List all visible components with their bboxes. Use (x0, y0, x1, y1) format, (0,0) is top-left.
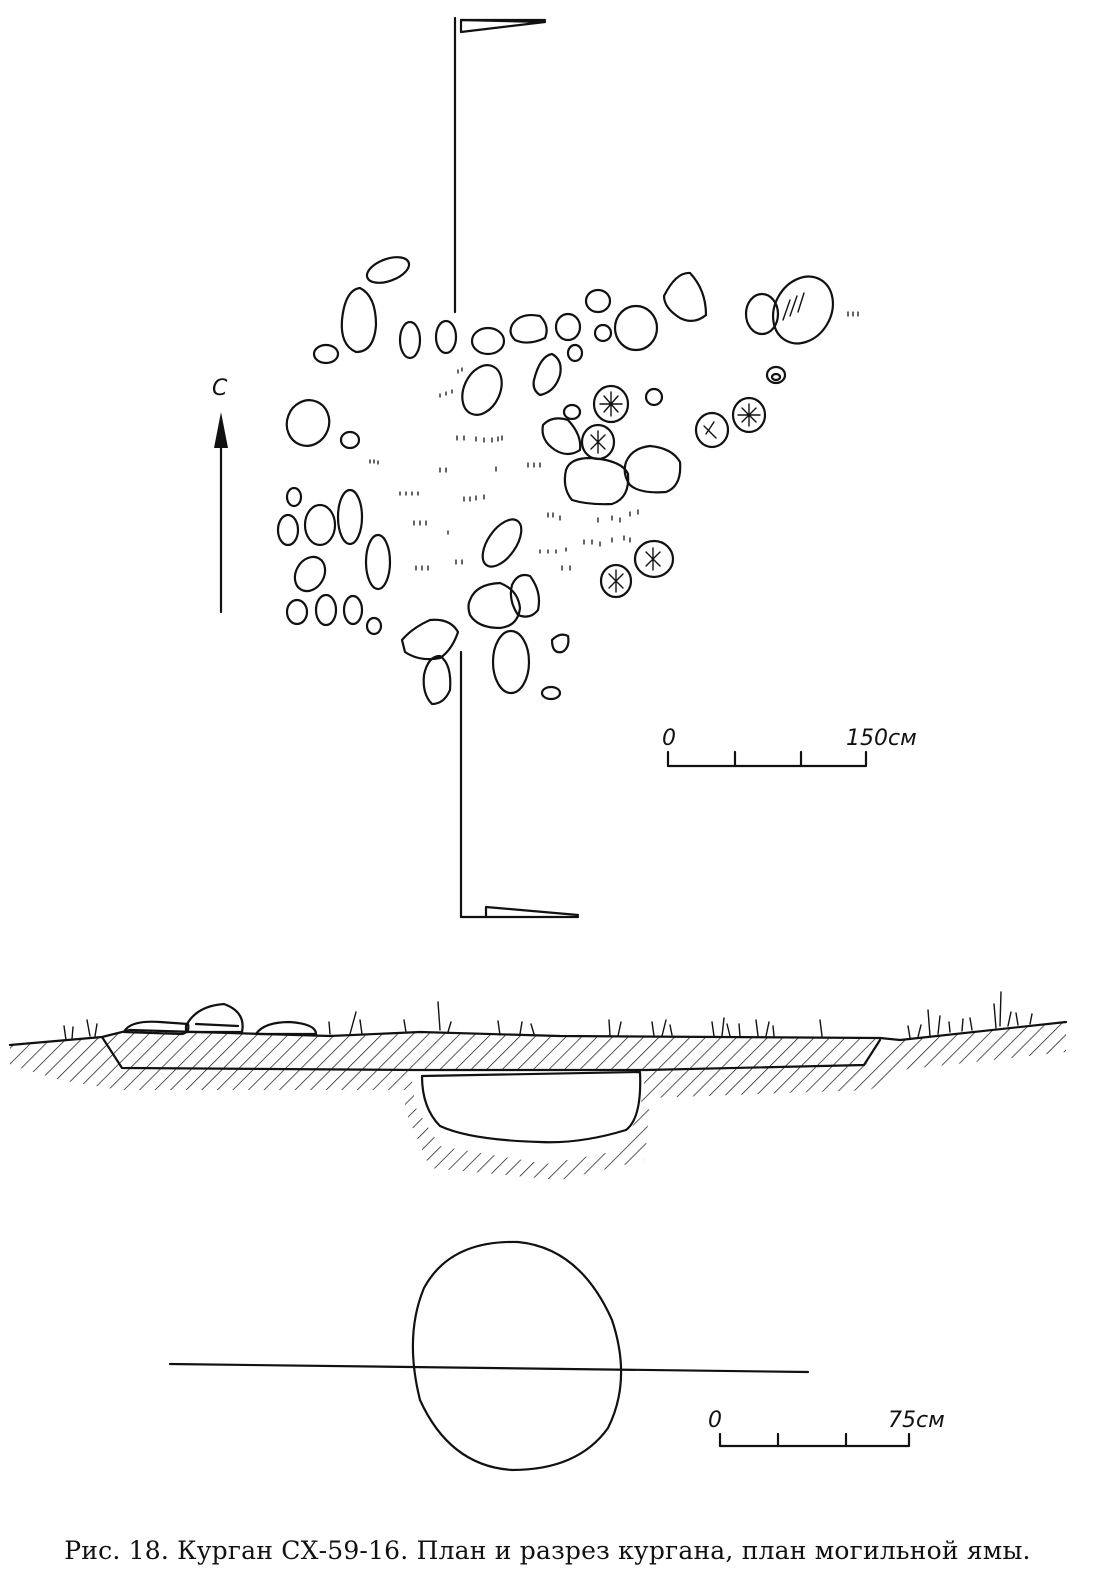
scale-bar-pit: 0 75см (708, 1408, 945, 1448)
kurgan-section (8, 991, 1068, 1180)
scale-bar-plan: 0 150см (662, 726, 917, 768)
dots (369, 311, 859, 571)
marked-stone (592, 384, 630, 424)
scale-plan-zero: 0 (662, 726, 676, 751)
scale-pit-end: 75см (888, 1408, 945, 1433)
north-arrow: С (212, 376, 228, 614)
figure-caption: Рис. 18. Курган СХ-59-16. План и разрез … (64, 1536, 1031, 1565)
mound-fill (102, 1030, 880, 1070)
section-stones (122, 1002, 318, 1036)
scale-pit-zero: 0 (708, 1408, 722, 1433)
marked-stone (580, 423, 616, 461)
marked-stones (580, 384, 767, 599)
grave-pit-plan: 0 75см (168, 1240, 945, 1472)
marked-stone (599, 563, 633, 599)
grave-pit (420, 1070, 642, 1144)
section-line-top (453, 16, 547, 314)
marked-stone (633, 539, 675, 579)
pit-outline (411, 1240, 623, 1472)
north-label: С (212, 376, 228, 401)
grass (63, 991, 1033, 1041)
subsoil-hatch (10, 1022, 1066, 1180)
stones (276, 256, 835, 706)
marked-stone (731, 396, 767, 434)
section-line-bottom (459, 650, 580, 919)
kurgan-plan: С (212, 16, 917, 919)
scale-plan-end: 150см (846, 726, 917, 751)
marked-stone (694, 411, 730, 449)
